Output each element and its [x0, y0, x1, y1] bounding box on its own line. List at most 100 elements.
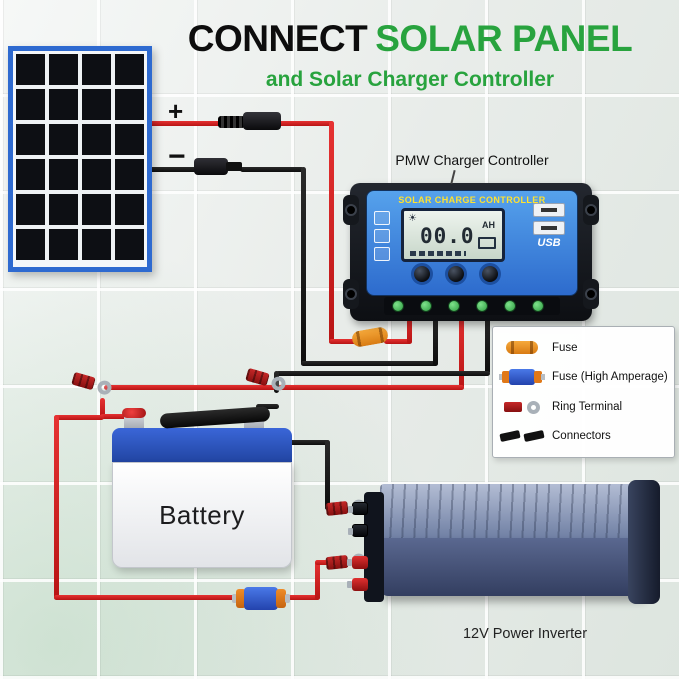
screw-hole: [345, 288, 357, 300]
legend-row: Ring Terminal: [499, 395, 668, 419]
wire-battery-positive-segment: [104, 385, 464, 390]
solar-panel-cells: [16, 54, 144, 260]
wire-battery-negative-segment: [274, 371, 279, 393]
power-inverter: [347, 472, 664, 624]
controller-face: SOLAR CHARGE CONTROLLER ☀ 00.0 AH USB: [366, 190, 578, 296]
wire-pv-positive-segment: [329, 339, 359, 344]
set-icon: [374, 229, 390, 243]
post-tip: [348, 528, 353, 535]
wire-pv-positive-segment: [384, 339, 412, 344]
polarity-minus-label: −: [168, 140, 186, 173]
mc4-connector: [218, 116, 245, 128]
wire-inverter-positive-segment: [315, 560, 335, 565]
fuse-body: [244, 587, 278, 610]
post-tip: [347, 559, 352, 566]
usb-slot: [541, 208, 557, 212]
terminal-screw: [448, 300, 460, 312]
legend-label: Connectors: [552, 430, 611, 443]
battery-lid: [112, 428, 292, 464]
wire-pv-negative-segment: [240, 167, 304, 172]
controller-button: [411, 263, 433, 285]
wire-pv-positive-segment: [407, 310, 412, 344]
post-tip: [347, 581, 352, 588]
inverter-terminal-plate: [364, 492, 384, 602]
high-amperage-fuse-icon: [499, 365, 545, 389]
controller-button: [445, 263, 467, 285]
post-tip: [348, 506, 353, 513]
title-word-connect: CONNECT: [187, 18, 368, 59]
wire-battery-negative-segment: [256, 404, 279, 409]
controller-button: [479, 263, 501, 285]
wire-inverter-negative-segment: [266, 440, 330, 445]
mc4-connector-pair: [218, 110, 282, 132]
screw-hole: [585, 204, 597, 216]
inverter-front-face: [380, 538, 646, 596]
terminal-screw: [532, 300, 544, 312]
lcd-signal-bars: [410, 251, 466, 256]
wire-pv-negative-segment: [301, 361, 438, 366]
inverter-negative-post: [348, 524, 368, 537]
high-amperage-fuse-icon-shape: [499, 368, 545, 386]
wire-inverter-positive-segment: [288, 595, 320, 600]
usb-port: [533, 203, 565, 217]
mount-ear: [583, 279, 599, 309]
high-amperage-fuse: [232, 584, 290, 612]
mc4-connector: [243, 112, 281, 130]
wire-battery-positive-segment: [100, 414, 134, 419]
battery-body: Battery: [112, 462, 292, 568]
mc4-connector-nose: [226, 162, 242, 171]
fuse-icon-shape: [506, 341, 538, 355]
lcd-display: ☀ 00.0 AH: [401, 208, 505, 262]
terminal-screw: [504, 300, 516, 312]
inverter-positive-post: [347, 578, 368, 591]
title-word-solar-panel: SOLAR PANEL: [375, 18, 633, 59]
mount-ear: [343, 195, 359, 225]
terminal-block: [384, 297, 560, 315]
lcd-unit: AH: [482, 220, 495, 230]
fuse-icon: [499, 336, 545, 360]
inverter-top-face: [380, 484, 646, 538]
wire-pv-positive-segment: [146, 121, 226, 126]
battery-positive-cap: [122, 408, 146, 418]
charge-controller: SOLAR CHARGE CONTROLLER ☀ 00.0 AH USB: [343, 183, 599, 321]
wire-pv-negative-segment: [146, 167, 198, 172]
legend-label: Ring Terminal: [552, 400, 623, 413]
fuse-cap: [236, 589, 246, 608]
wire-battery-positive-segment: [459, 310, 464, 390]
battery-positive-post: [122, 408, 146, 432]
usb-slot: [541, 226, 557, 230]
connectors-icon-shape: [499, 428, 545, 444]
page-subtitle: and Solar Charger Controller: [265, 68, 555, 91]
wire-battery-negative-segment: [485, 310, 490, 374]
mc4-connector-body: [194, 158, 228, 175]
wire-inverter-positive-segment: [54, 595, 236, 600]
inverter-positive-post: [347, 556, 368, 569]
battery-icon: [478, 237, 496, 249]
wire-battery-positive-segment: [100, 398, 105, 418]
ring-terminal-crimp: [325, 554, 349, 571]
mount-ear: [583, 195, 599, 225]
polarity-plus-label: +: [168, 96, 184, 126]
wire-battery-negative-segment: [276, 371, 490, 376]
load-icon: [374, 247, 390, 261]
solar-panel: [8, 46, 152, 272]
terminal-screw: [476, 300, 488, 312]
lcd-value: 00.0: [420, 224, 475, 248]
legend-label: Fuse: [552, 341, 578, 354]
ring-terminal-icon: [499, 395, 545, 419]
ring-terminal-icon-shape: [504, 400, 540, 414]
wire-inverter-positive-segment: [54, 415, 59, 600]
ring-terminal-crimp: [325, 500, 349, 517]
wire-pv-negative-segment: [433, 310, 438, 366]
sun-icon: ☀: [408, 213, 417, 224]
wire-inverter-positive-segment: [54, 415, 104, 420]
fuse-tip: [232, 594, 237, 603]
battery-label: Battery: [159, 499, 245, 530]
legend-row: Fuse (High Amperage): [499, 365, 668, 389]
controller-screen-title: SOLAR CHARGE CONTROLLER: [398, 195, 546, 205]
inverter-negative-post: [348, 502, 368, 515]
usb-label: USB: [537, 237, 561, 249]
wire-pv-positive-segment: [276, 121, 334, 126]
